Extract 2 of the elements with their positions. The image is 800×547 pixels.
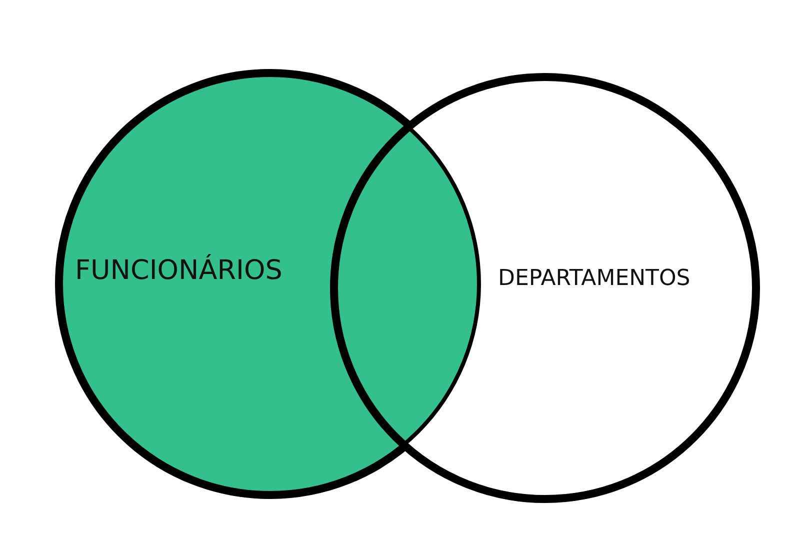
set-label: DEPARTAMENTOS: [498, 266, 690, 291]
set-label: FUNCIONÁRIOS: [75, 255, 282, 286]
